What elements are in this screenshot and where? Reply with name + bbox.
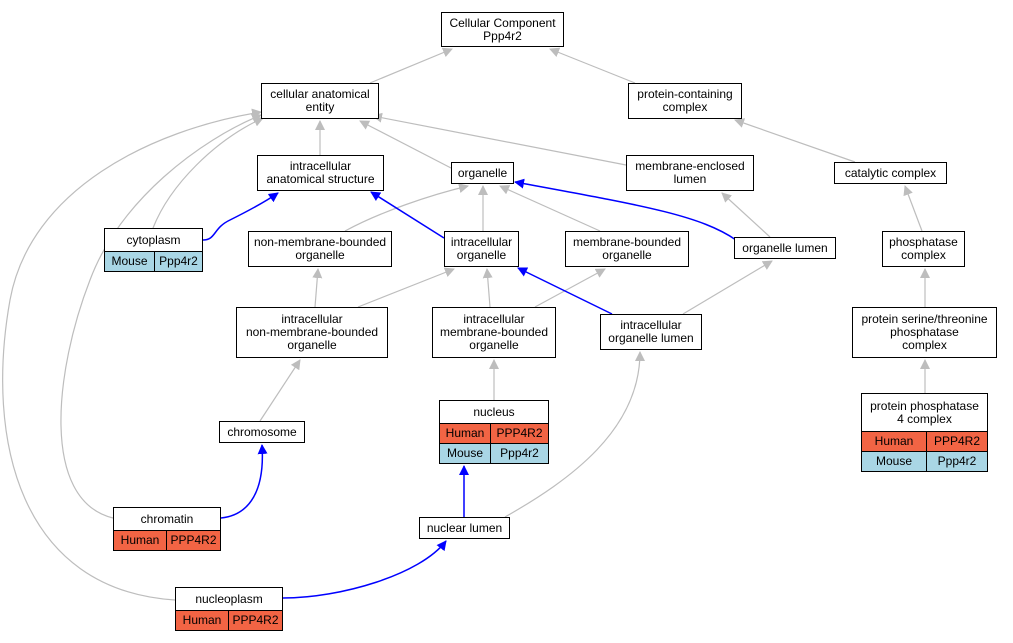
species-cell: Mouse — [105, 252, 155, 271]
go-term-organelle-lumen[interactable]: organelle lumen — [734, 237, 836, 259]
go-term-label: catalytic complex — [844, 165, 937, 180]
go-term-label: organelle — [457, 165, 508, 180]
is-a-edge-11 — [903, 185, 923, 232]
is-a-edge-21 — [60, 113, 262, 519]
go-term-label: non-membrane-bounded organelle — [253, 235, 387, 262]
go-term-intracellular-membrane-bounded-organelle[interactable]: intracellular membrane-bounded organelle — [432, 307, 556, 358]
is-a-edge-15 — [534, 268, 606, 308]
is-a-edge-23 — [504, 351, 645, 518]
species-cell: Mouse — [862, 452, 927, 471]
is-a-edge-1 — [549, 47, 636, 84]
go-term-label: Cellular Component Ppp4r2 — [449, 15, 556, 43]
part-of-edge-28 — [220, 444, 268, 519]
go-term-label: intracellular membrane-bounded organelle — [439, 312, 549, 352]
go-term-intracellular-non-membrane-bounded-organelle[interactable]: intracellular non-membrane-bounded organ… — [236, 307, 388, 358]
species-cell: Human — [440, 424, 491, 443]
is-a-edge-3 — [359, 120, 452, 169]
go-term-nuclear-lumen[interactable]: nuclear lumen — [419, 517, 510, 539]
go-term-label: organelle lumen — [742, 240, 828, 255]
is-a-edge-14 — [482, 268, 493, 308]
go-term-label: phosphatase complex — [889, 235, 958, 262]
go-term-label: chromatin — [140, 511, 194, 526]
part-of-edge-25 — [370, 191, 445, 239]
go-term-intracellular-organelle[interactable]: intracellular organelle — [444, 231, 519, 267]
go-term-chromosome[interactable]: chromosome — [219, 421, 305, 443]
go-term-intracellular-anatomical-structure[interactable]: intracellular anatomical structure — [257, 155, 384, 191]
go-term-label: cytoplasm — [126, 232, 181, 247]
is-a-edge-4 — [372, 112, 627, 166]
gene-cell: Ppp4r2 — [155, 252, 202, 271]
go-term-label: protein phosphatase 4 complex — [870, 398, 979, 426]
is-a-edge-16 — [682, 260, 773, 315]
go-term-label: intracellular organelle lumen — [608, 318, 694, 345]
is-a-edge-22 — [2, 108, 262, 601]
go-term-phosphatase-complex[interactable]: phosphatase complex — [882, 231, 965, 267]
gene-cell: Ppp4r2 — [491, 444, 548, 463]
gene-cell: PPP4R2 — [927, 432, 987, 451]
go-term-cellular-component[interactable]: Cellular Component Ppp4r2 — [441, 12, 564, 47]
species-cell: Mouse — [440, 444, 491, 463]
part-of-edge-24 — [202, 192, 279, 241]
species-cell: Human — [114, 531, 167, 550]
part-of-edge-30 — [282, 540, 447, 599]
is-a-edge-6 — [152, 117, 264, 229]
go-term-cellular-anatomical-entity[interactable]: cellular anatomical entity — [261, 83, 379, 119]
gene-cell: PPP4R2 — [167, 531, 220, 550]
is-a-edge-9 — [499, 185, 601, 232]
go-term-label: protein-containing complex — [637, 87, 733, 114]
is-a-edge-13 — [357, 267, 455, 308]
is-a-edge-12 — [312, 268, 323, 308]
go-term-label: nucleus — [473, 404, 515, 419]
go-term-intracellular-organelle-lumen[interactable]: intracellular organelle lumen — [600, 314, 702, 350]
is-a-edge-0 — [369, 47, 453, 84]
part-of-edge-27 — [517, 267, 613, 315]
go-term-label: intracellular organelle — [450, 235, 513, 262]
go-term-label: nuclear lumen — [426, 520, 503, 535]
go-term-label: membrane-bounded organelle — [572, 235, 682, 262]
go-term-label: intracellular anatomical structure — [266, 159, 375, 186]
go-term-label: membrane-enclosed lumen — [635, 159, 745, 186]
go-term-organelle[interactable]: organelle — [451, 162, 514, 184]
gene-cell: PPP4R2 — [491, 424, 548, 443]
part-of-edge-26 — [514, 178, 737, 241]
go-term-label: chromosome — [227, 424, 297, 439]
go-term-non-membrane-bounded-organelle[interactable]: non-membrane-bounded organelle — [248, 231, 392, 267]
is-a-edge-10 — [721, 192, 771, 238]
is-a-edge-7 — [344, 183, 469, 232]
go-term-protein-containing-complex[interactable]: protein-containing complex — [628, 83, 742, 119]
go-term-protein-serine-threonine-phosphatase-complex[interactable]: protein serine/threonine phosphatase com… — [852, 307, 997, 358]
go-term-label: protein serine/threonine phosphatase com… — [861, 312, 988, 352]
go-term-membrane-bounded-organelle[interactable]: membrane-bounded organelle — [565, 231, 689, 267]
species-cell: Human — [176, 611, 229, 630]
go-term-membrane-enclosed-lumen[interactable]: membrane-enclosed lumen — [626, 155, 754, 191]
is-a-edge-5 — [734, 118, 856, 163]
go-term-catalytic-complex[interactable]: catalytic complex — [834, 162, 947, 184]
gene-cell: Ppp4r2 — [927, 452, 987, 471]
go-term-label: nucleoplasm — [195, 591, 263, 606]
go-term-label: intracellular non-membrane-bounded organ… — [245, 312, 379, 352]
go-term-label: cellular anatomical entity — [270, 87, 370, 114]
is-a-edge-20 — [259, 359, 301, 422]
gene-cell: PPP4R2 — [229, 611, 282, 630]
species-cell: Human — [862, 432, 927, 451]
